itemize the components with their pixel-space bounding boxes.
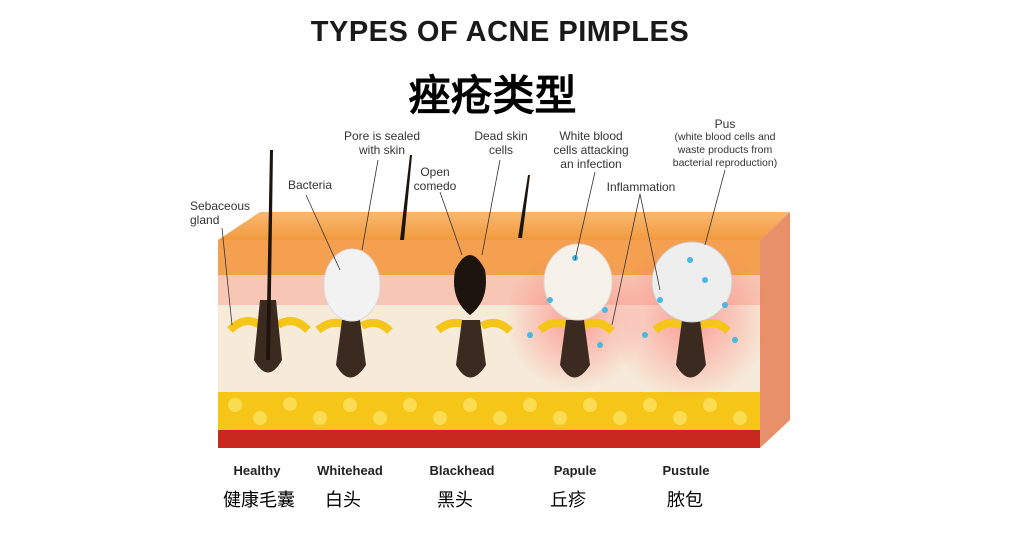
type-label-healthy-zh: 健康毛囊 [223, 490, 295, 511]
white-blood-cells [527, 255, 738, 348]
type-label-papule: Papule [553, 463, 597, 478]
skin-top-surface [218, 212, 790, 240]
fat-cells [228, 397, 747, 425]
type-label-whitehead: Whitehead [317, 463, 383, 478]
skin-side [760, 212, 790, 448]
follicles [227, 150, 733, 378]
fat-layer [218, 392, 760, 432]
label-bacteria: Bacteria [287, 178, 333, 192]
diagram-title: TYPES OF ACNE PIMPLES [310, 16, 690, 48]
label-dead-skin-cells: Dead skin cells [474, 129, 528, 157]
label-pus-detail: (white blood cells and waste products fr… [672, 131, 778, 169]
muscle-layer [218, 430, 760, 448]
type-label-papule-zh: 丘疹 [550, 490, 586, 511]
label-inflammation: Inflammation [606, 180, 676, 194]
type-label-healthy: Healthy [233, 463, 281, 478]
follicle-papule [537, 243, 615, 378]
follicle-pustule [651, 241, 733, 378]
label-pus: Pus [714, 117, 736, 131]
leader-lines [221, 159, 726, 326]
follicle-whitehead [315, 248, 393, 378]
type-label-pustule: Pustule [662, 463, 710, 478]
type-label-whitehead-zh: 白头 [325, 490, 361, 511]
label-pore-sealed: Pore is sealed with skin [343, 129, 421, 157]
type-label-blackhead: Blackhead [429, 463, 495, 478]
type-label-blackhead-zh: 黑头 [437, 490, 473, 511]
type-label-pustule-zh: 脓包 [667, 490, 703, 511]
label-sebaceous-gland: Sebaceous gland [190, 199, 251, 227]
follicle-blackhead [400, 155, 530, 378]
follicle-healthy [227, 150, 311, 373]
label-open-comedo: Open comedo [413, 165, 457, 193]
label-white-blood-cells: White blood cells attacking an infection [553, 129, 629, 171]
diagram-title-zh: 痤疮类型 [408, 71, 577, 120]
